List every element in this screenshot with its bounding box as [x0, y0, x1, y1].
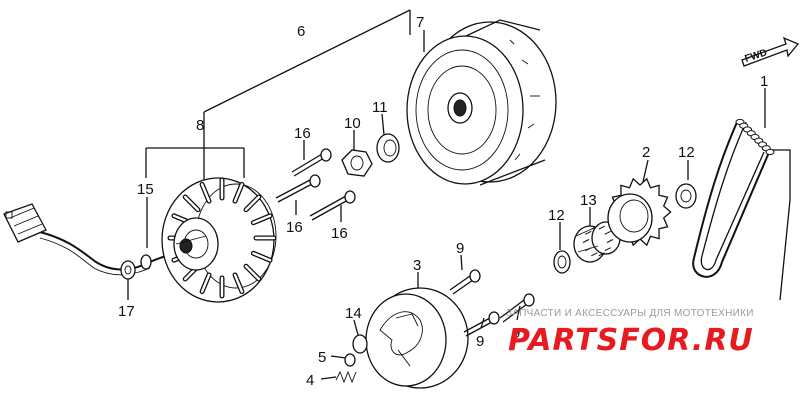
needle-roller [604, 247, 611, 252]
callout-5: 5 [318, 349, 326, 366]
collar [553, 250, 571, 274]
wire-harness [3, 203, 183, 280]
fwd-label: FWD [744, 47, 769, 65]
needle-roller [598, 225, 605, 230]
needle-roller [591, 252, 598, 257]
stator [161, 177, 277, 303]
callout-8: 8 [196, 117, 204, 134]
callout-numbers: 6 7 1 2 12 12 13 8 10 11 16 16 16 15 17 … [118, 14, 768, 389]
watermark: ЗАПЧАСТИ И АКСЕССУАРЫ ДЛЯ МОТОТЕХНИКИ PA… [506, 308, 754, 358]
stator-pole-face [252, 252, 272, 262]
callout-6: 6 [297, 23, 305, 40]
leader-lines [127, 9, 766, 380]
drive-chain [692, 118, 791, 301]
callout-3: 3 [413, 257, 421, 274]
plunger [344, 353, 356, 367]
needle-roller [604, 230, 611, 235]
harness-clip [140, 254, 152, 270]
clutch-bolts [449, 269, 535, 337]
callout-1: 1 [760, 73, 768, 90]
stator-pole-face [252, 214, 272, 224]
clutch-bolt [449, 269, 481, 295]
callout-15: 15 [137, 181, 154, 198]
drive-sprocket [607, 177, 672, 247]
needle-roller [582, 239, 590, 243]
needle-roller [585, 247, 592, 252]
fwd-indicator: FWD [741, 36, 800, 67]
stator-bolts [275, 148, 356, 221]
callout-9-left: 9 [476, 333, 484, 350]
stator-pole-face [244, 265, 260, 281]
callout-14: 14 [345, 305, 362, 322]
stator-pole-face [233, 273, 244, 293]
collar [675, 183, 697, 209]
chain-link [765, 148, 775, 156]
callout-11: 11 [372, 99, 388, 116]
flywheel-rotor [406, 19, 557, 186]
callout-7: 7 [416, 14, 424, 31]
stator-bolt [291, 148, 332, 177]
callout-16-middle: 16 [286, 219, 303, 236]
callout-9-top: 9 [456, 240, 464, 257]
chain-links [735, 118, 775, 156]
needle-roller [591, 225, 598, 230]
callout-12-left: 12 [548, 207, 565, 224]
watermark-logo: PARTSFOR.RU [508, 323, 754, 358]
callout-4: 4 [306, 372, 314, 389]
needle-roller [606, 239, 614, 243]
callout-9-right: 9 [512, 325, 520, 342]
bearing-rollers [582, 225, 614, 257]
roller [352, 334, 368, 354]
needle-bearing [573, 221, 621, 263]
washer [376, 133, 400, 163]
stator-pole-face [233, 183, 244, 203]
connector-plug [3, 203, 47, 243]
needle-roller [585, 230, 592, 235]
needle-roller [598, 252, 605, 257]
stator-pole-face [200, 273, 211, 293]
stator-pole-face [200, 183, 211, 203]
spring [335, 370, 357, 384]
clutch-bolt [499, 293, 535, 323]
grommet [120, 260, 136, 280]
stator-bolt [309, 190, 356, 221]
nut [341, 149, 373, 177]
callout-17: 17 [118, 303, 135, 320]
stator-pole-face [244, 195, 260, 211]
stator-pole-face [184, 195, 200, 211]
starter-clutch [365, 287, 469, 389]
callout-16-right: 16 [331, 225, 348, 242]
callout-16-top: 16 [294, 125, 311, 142]
callout-2: 2 [642, 144, 650, 161]
callout-10: 10 [344, 115, 361, 132]
stator-bolt [275, 174, 321, 203]
callout-12-right: 12 [678, 144, 695, 161]
watermark-tagline: ЗАПЧАСТИ И АКСЕССУАРЫ ДЛЯ МОТОТЕХНИКИ [506, 308, 754, 319]
callout-13: 13 [580, 192, 597, 209]
clutch-bolt [463, 311, 500, 337]
